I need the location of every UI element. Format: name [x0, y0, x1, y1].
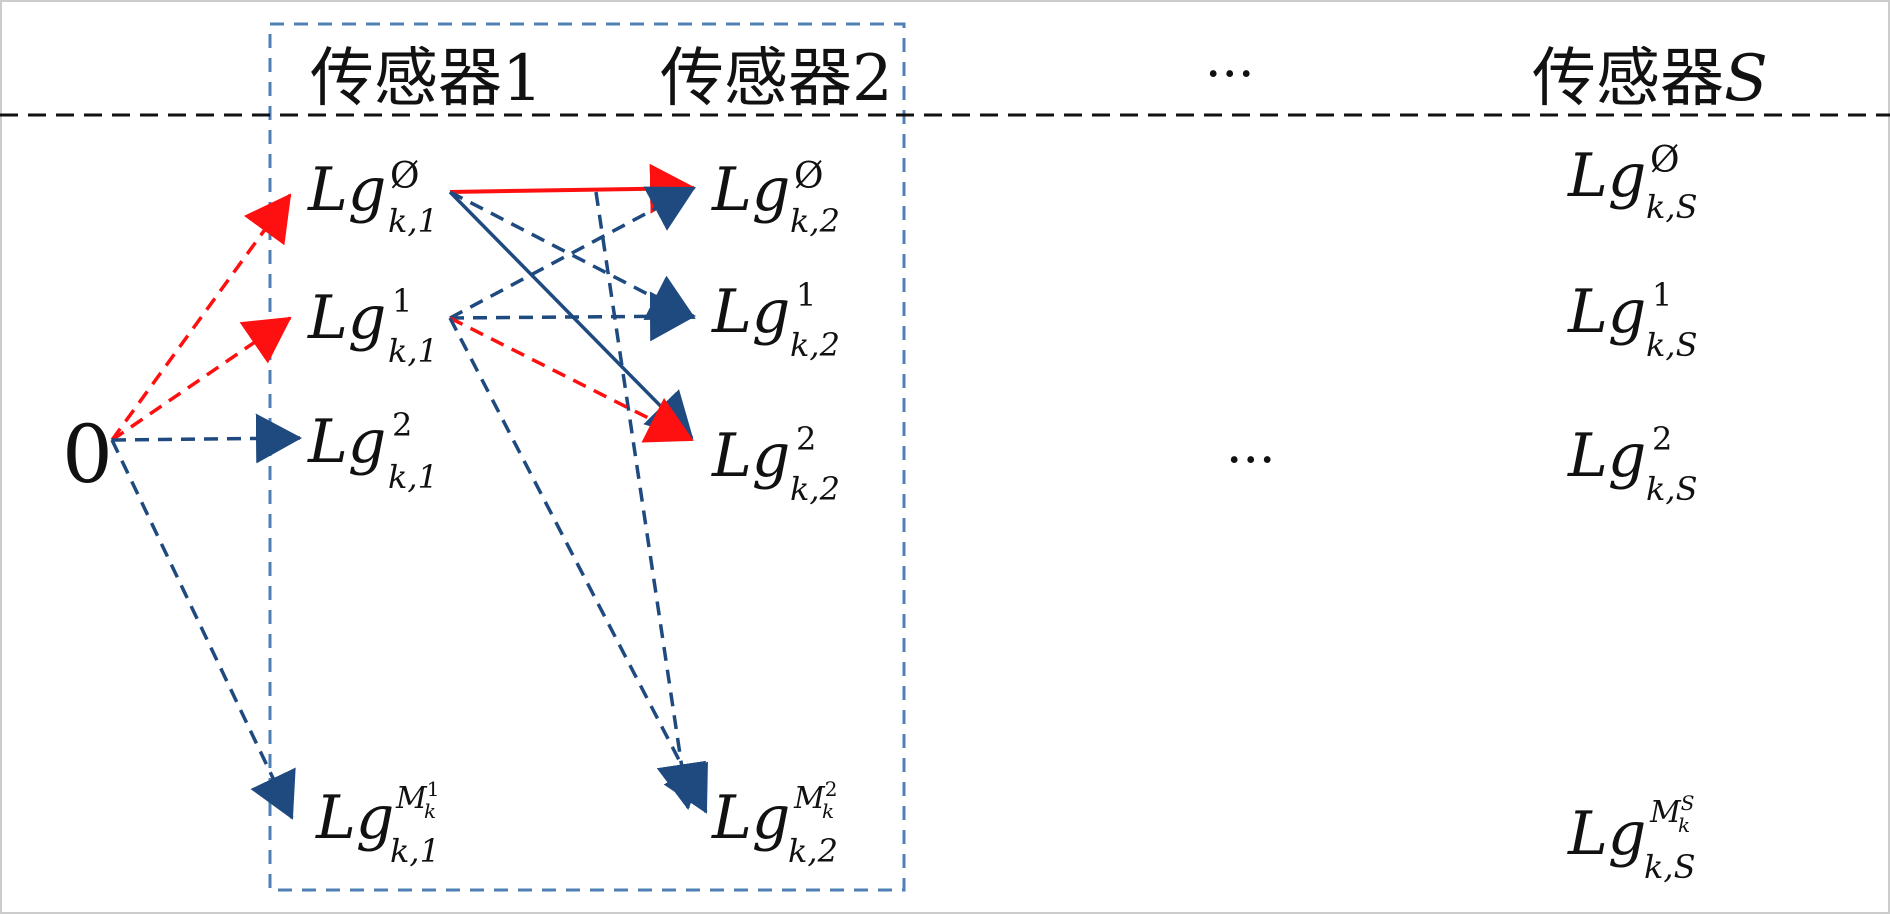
arrow-n1-empty-to-n2-empty [449, 163, 696, 214]
svg-text:k,2: k,2 [790, 326, 840, 364]
arrow-origin-to-n1-M [110, 439, 296, 820]
svg-text:2: 2 [392, 406, 412, 444]
svg-text:2: 2 [1652, 420, 1672, 458]
svg-text:Lg: Lg [1567, 799, 1646, 869]
svg-text:k,2: k,2 [790, 470, 840, 508]
svg-text:k: k [1678, 813, 1690, 837]
node-sensorS-empty: Lg Ø k,S [1567, 140, 1697, 226]
arrow-n1-empty-to-n2-1 [449, 190, 696, 321]
svg-text:1: 1 [796, 276, 816, 314]
svg-text:Lg: Lg [1567, 141, 1646, 211]
svg-text:k,S: k,S [1646, 470, 1697, 508]
svg-text:MS: MS [1649, 791, 1694, 830]
svg-text:Lg: Lg [711, 277, 790, 347]
svg-text:k,S: k,S [1646, 326, 1697, 364]
svg-text:M1: M1 [395, 777, 439, 816]
arrow-origin-to-n1-empty [110, 193, 292, 442]
svg-text:Lg: Lg [307, 283, 386, 353]
svg-text:Ø: Ø [1650, 140, 1680, 181]
sensorS-header-prefix: 传感器 [1532, 42, 1724, 116]
node-sensor1-M: Lg M1 k k,1 [315, 777, 440, 870]
node-sensorS-2: Lg 2 k,S [1567, 420, 1697, 508]
svg-text:Ø: Ø [390, 156, 420, 197]
svg-text:M2: M2 [793, 777, 837, 816]
svg-text:k,S: k,S [1644, 848, 1695, 886]
svg-text:Lg: Lg [1567, 277, 1646, 347]
svg-text:Ø: Ø [794, 156, 824, 197]
origin-node: 0 [62, 408, 113, 501]
svg-text:2: 2 [796, 420, 816, 458]
svg-text:k,1: k,1 [388, 202, 438, 240]
svg-text:k: k [424, 799, 436, 823]
sensorS-header-var: S [1724, 42, 1768, 116]
svg-text:1: 1 [1652, 276, 1672, 314]
svg-text:Lg: Lg [315, 783, 394, 853]
node-sensor1-1: Lg 1 k,1 [307, 282, 438, 370]
node-sensor1-empty: Lg Ø k,1 [307, 155, 438, 240]
arrow-n1-1-to-n2-empty [449, 186, 696, 320]
node-sensor1-2: Lg 2 k,1 [307, 406, 438, 496]
svg-text:1: 1 [392, 282, 412, 320]
node-sensor2-1: Lg 1 k,2 [711, 276, 840, 364]
node-sensor2-empty: Lg Ø k,2 [711, 155, 840, 240]
svg-text:Lg: Lg [711, 783, 790, 853]
arrow-n1-1-to-n2-1 [449, 291, 696, 342]
node-sensorS-1: Lg 1 k,S [1567, 276, 1697, 364]
svg-text:k,2: k,2 [790, 202, 840, 240]
node-sensor2-M: Lg M2 k k,2 [711, 777, 838, 870]
arrow-n1-1-to-n2-2 [449, 316, 694, 443]
svg-text:k,2: k,2 [788, 832, 838, 870]
middle-ellipsis: ··· [1226, 431, 1276, 491]
node-sensorS-M: Lg MS k k,S [1567, 791, 1695, 886]
sensor2-header: 传感器2 [660, 42, 893, 116]
sensor-group-frame [268, 22, 906, 892]
arrow-origin-to-n1-1 [111, 316, 292, 442]
svg-text:k,1: k,1 [390, 832, 440, 870]
svg-text:k,S: k,S [1646, 188, 1697, 226]
svg-text:k,1: k,1 [388, 458, 438, 496]
svg-text:Lg: Lg [711, 155, 790, 225]
arrow-origin-to-n1-2 [111, 413, 302, 464]
svg-text:Lg: Lg [307, 407, 386, 477]
arrow-n1-1-to-n2-M [448, 317, 708, 814]
svg-text:Lg: Lg [1567, 421, 1646, 491]
svg-text:k,1: k,1 [388, 332, 438, 370]
node-sensor2-2: Lg 2 k,2 [711, 420, 840, 508]
arrow-n1-empty-to-n2-M [594, 191, 707, 810]
sensor1-header: 传感器1 [310, 42, 543, 116]
sensorS-header: 传感器S [1532, 42, 1768, 116]
header-ellipsis: ··· [1205, 45, 1255, 105]
svg-text:Lg: Lg [711, 421, 790, 491]
svg-text:Lg: Lg [307, 155, 386, 225]
svg-text:k: k [822, 799, 834, 823]
arrow-n1-empty-to-n2-2 [448, 190, 694, 440]
